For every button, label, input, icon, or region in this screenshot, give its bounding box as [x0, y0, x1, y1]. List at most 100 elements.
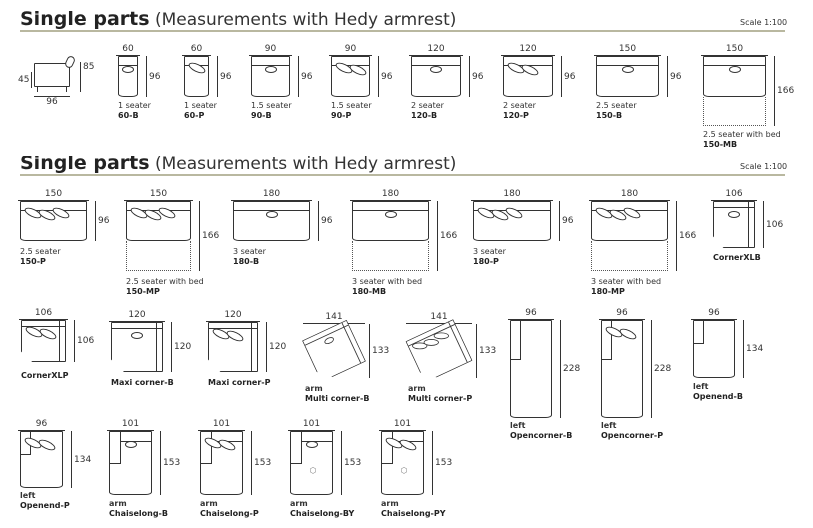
storage-box-icon: ⬡	[309, 466, 317, 476]
side-armrest	[511, 321, 521, 361]
depth-dimension: 96	[95, 201, 109, 241]
module-code: 180-B	[233, 257, 260, 266]
cushion-icon	[131, 332, 143, 339]
bed-extension-outline	[591, 241, 668, 271]
cushion-leaf-icon	[424, 339, 439, 346]
module-outline	[331, 56, 370, 97]
width-dimension: 180	[471, 189, 553, 201]
width-dimension: 120	[206, 310, 260, 322]
depth-dimension: 228	[560, 320, 580, 418]
depth-dimension: 120	[266, 322, 286, 372]
module-code: 180-P	[473, 257, 499, 266]
module-description: arm	[200, 499, 218, 508]
depth-dimension: 166	[676, 201, 696, 271]
module-description: 2 seater	[503, 101, 536, 110]
width-dimension: 101	[379, 419, 426, 431]
depth-dimension: 96	[318, 201, 332, 241]
arm-block	[291, 432, 302, 464]
module-code: 90-P	[331, 111, 352, 120]
module-outline	[591, 201, 668, 241]
module-code: 150-B	[596, 111, 623, 120]
arm-block	[382, 432, 393, 464]
side-view-depth: 96	[34, 96, 70, 107]
module-outline	[184, 56, 209, 97]
width-dimension: 141	[303, 312, 365, 324]
cushion-leaf-icon	[37, 437, 57, 453]
width-dimension: 101	[107, 419, 154, 431]
cushion-icon	[264, 66, 277, 73]
module-caption: CornerXLB	[713, 253, 761, 263]
section1-divider	[20, 30, 785, 32]
module-outline	[693, 320, 735, 378]
module-description: arm	[408, 384, 426, 393]
side-view-height: 85	[80, 62, 94, 92]
cushion-leaf-icon	[225, 328, 245, 344]
module-description: arm	[109, 499, 127, 508]
module-code: 180-MB	[352, 287, 387, 296]
module-code: Opencorner-B	[510, 431, 573, 440]
backrest	[704, 57, 765, 66]
module-description: left	[20, 491, 36, 500]
module-code: Multi corner-P	[408, 394, 473, 403]
width-dimension: 96	[599, 308, 645, 320]
cushion-icon	[124, 441, 137, 448]
module-code: 120-P	[503, 111, 529, 120]
depth-dimension: 134	[71, 431, 91, 488]
depth-dimension: 228	[651, 320, 671, 418]
section2-subtitle: (Measurements with Hedy armrest)	[154, 154, 457, 174]
module-outline	[233, 201, 310, 241]
backrest	[301, 435, 332, 442]
module-outline	[302, 320, 366, 382]
module-code: 180-MP	[591, 287, 625, 296]
module-outline	[411, 56, 461, 97]
cushion-icon	[323, 336, 335, 346]
side-view-seat-height: 45	[18, 72, 33, 88]
depth-dimension: 153	[432, 431, 452, 495]
module-description: 1 seater	[184, 101, 217, 110]
module-caption: Maxi corner-P	[208, 378, 270, 388]
module-code: 90-B	[251, 111, 272, 120]
storage-box-icon: ⬡	[400, 466, 408, 476]
module-outline: ⬡	[290, 431, 333, 495]
module-outline	[503, 56, 553, 97]
backrest-line	[22, 326, 65, 327]
backrest-line	[112, 328, 162, 329]
module-description: arm	[305, 384, 323, 393]
backrest	[120, 435, 151, 442]
depth-dimension: 120	[171, 322, 191, 372]
width-dimension: 180	[350, 189, 431, 201]
module-code: Chaiselong-P	[200, 509, 259, 518]
width-dimension: 96	[691, 308, 737, 320]
backrest-line	[156, 323, 157, 371]
width-dimension: 180	[589, 189, 670, 201]
module-code: Maxi corner-B	[111, 378, 174, 387]
module-description: 3 seater	[233, 247, 266, 256]
depth-dimension: 134	[743, 320, 763, 378]
module-description: 3 seater with bed	[352, 277, 423, 286]
width-dimension: 150	[124, 189, 193, 201]
side-view-leg	[66, 87, 67, 92]
width-dimension: 101	[288, 419, 335, 431]
module-code: 150-MP	[126, 287, 160, 296]
side-view-body	[34, 63, 70, 87]
bed-extension-outline	[703, 97, 766, 126]
backrest	[234, 202, 309, 211]
section1-title: Single parts	[20, 8, 150, 30]
backrest	[353, 202, 428, 211]
width-dimension: 106	[19, 308, 68, 320]
section1-scale: Scale 1:100	[740, 18, 788, 27]
width-dimension: 60	[182, 44, 211, 56]
side-view-cushion	[63, 54, 77, 70]
module-code: 150-P	[20, 257, 46, 266]
cushion-icon	[430, 66, 442, 73]
backrest-line	[714, 207, 754, 208]
depth-dimension: 106	[763, 201, 783, 248]
